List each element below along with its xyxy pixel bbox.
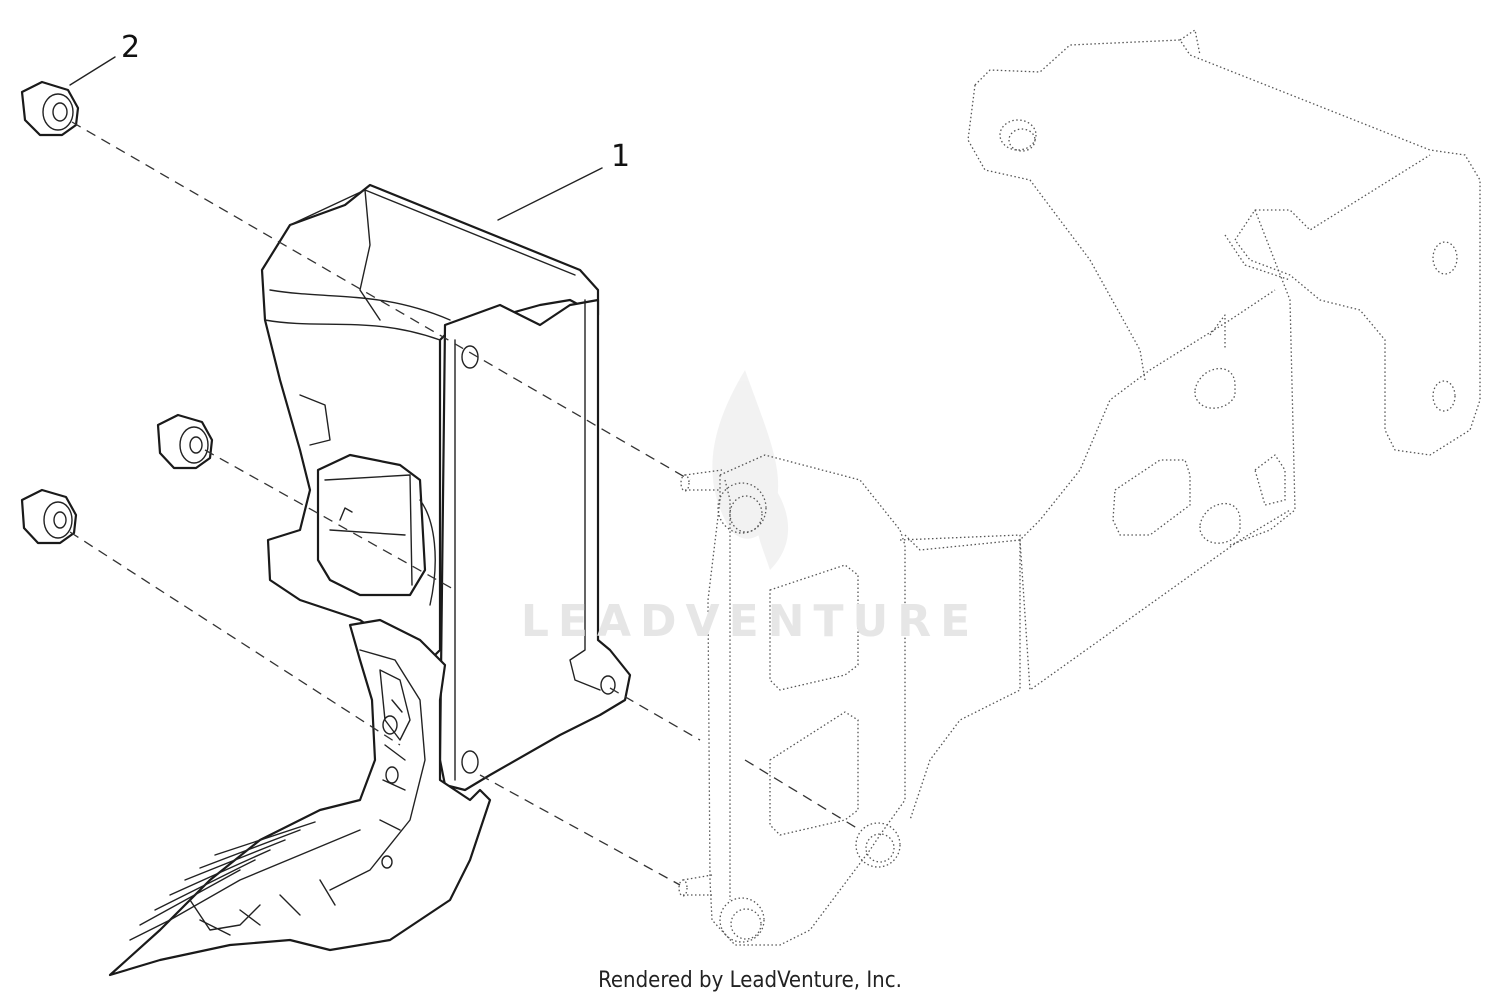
render-credit: Rendered by LeadVenture, Inc. xyxy=(598,968,902,993)
flange-nut-top xyxy=(20,80,80,137)
callout-1: 1 xyxy=(611,139,631,174)
flange-nut-bottom xyxy=(20,488,78,545)
leader-line-2 xyxy=(69,56,116,86)
callout-2: 2 xyxy=(121,30,141,65)
watermark-logo-icon xyxy=(712,370,789,570)
leader-line-1 xyxy=(497,167,603,221)
watermark-text: LEADVENTURE xyxy=(520,596,980,647)
pedal-assembly xyxy=(108,183,632,977)
assembly-lines xyxy=(69,121,861,886)
mounting-bracket xyxy=(678,29,1481,946)
flange-nut-middle xyxy=(156,413,214,470)
